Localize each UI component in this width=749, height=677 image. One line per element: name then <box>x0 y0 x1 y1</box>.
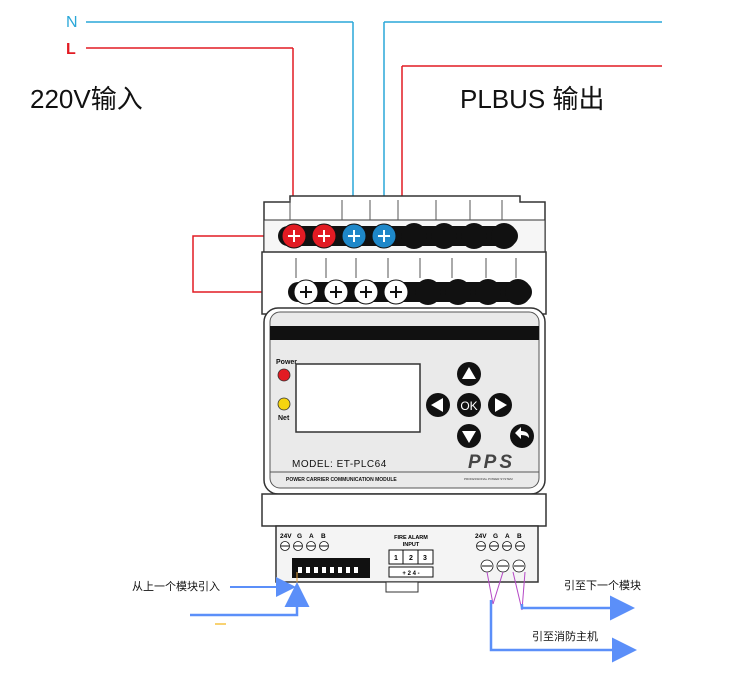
left-bus-terminal: 24V G A B <box>280 533 370 578</box>
left-terminal-label-b: B <box>321 533 326 540</box>
nav-up-button[interactable] <box>457 362 481 386</box>
arrow-right-icon <box>495 398 507 412</box>
l-label: L <box>66 41 76 58</box>
right-terminal-label-g: G <box>493 533 498 540</box>
ok-button[interactable]: OK <box>457 393 481 417</box>
terminal-l-screw-1[interactable] <box>281 223 307 249</box>
arrow-down-icon <box>462 431 476 443</box>
terminal-n-screw-1[interactable] <box>341 223 367 249</box>
fire-pin-power: + 2 4 - <box>402 571 419 577</box>
terminal-n-screw-2[interactable] <box>371 223 397 249</box>
fire-pin-2: 2 <box>409 555 413 562</box>
wire-n <box>86 21 662 228</box>
terminal-plbus-screw-3[interactable] <box>353 279 379 305</box>
brand-subtitle: PROFESSIONAL POWER SYSTEM <box>464 477 513 481</box>
fire-pin-1: 1 <box>394 555 398 562</box>
left-terminal-label-g: G <box>297 533 302 540</box>
n-label: N <box>66 14 78 31</box>
return-icon <box>515 427 529 439</box>
left-terminal-label-a: A <box>309 533 314 540</box>
terminal-plbus-screw-2[interactable] <box>323 279 349 305</box>
terminal-plbus-screw-1[interactable] <box>293 279 319 305</box>
right-terminal-label-a: A <box>505 533 510 540</box>
ok-label: OK <box>460 399 477 413</box>
nav-down-button[interactable] <box>457 424 481 448</box>
net-led <box>277 397 291 411</box>
terminal-plbus-screw-4[interactable] <box>383 279 409 305</box>
module-name: POWER CARRIER COMMUNICATION MODULE <box>286 477 397 483</box>
arrow-up-icon <box>462 367 476 379</box>
brand-logo: PPS <box>468 452 515 473</box>
right-terminal-label-24v: 24V <box>475 533 487 540</box>
upper-terminals <box>278 223 518 249</box>
arrow-left-icon <box>431 398 443 412</box>
net-label: Net <box>278 415 290 422</box>
right-terminal-label-b: B <box>517 533 522 540</box>
to-next-module-label: 引至下一个模块 <box>564 578 641 592</box>
model-text: MODEL: ET-PLC64 <box>292 459 387 470</box>
nav-left-button[interactable] <box>426 393 450 417</box>
fire-alarm-title: FIRE ALARM <box>394 535 428 541</box>
power-label: Power <box>276 359 297 366</box>
terminal-l-screw-2[interactable] <box>311 223 337 249</box>
fire-pin-3: 3 <box>423 555 427 562</box>
nav-right-button[interactable] <box>488 393 512 417</box>
power-led <box>277 368 291 382</box>
fire-alarm-input-label: INPUT <box>403 542 420 548</box>
output-title: PLBUS 输出 <box>460 84 605 114</box>
from-previous-module-label: 从上一个模块引入 <box>132 579 220 593</box>
left-terminal-label-24v: 24V <box>280 533 292 540</box>
to-fire-host-label: 引至消防主机 <box>532 629 598 643</box>
fire-alarm-input: FIRE ALARM INPUT 1 2 3 + 2 4 - <box>388 535 434 578</box>
input-title: 220V输入 <box>30 84 143 114</box>
lcd-screen <box>295 363 421 433</box>
back-button[interactable] <box>510 424 534 448</box>
lower-terminals <box>288 279 532 305</box>
bottom-wiring <box>190 571 637 663</box>
